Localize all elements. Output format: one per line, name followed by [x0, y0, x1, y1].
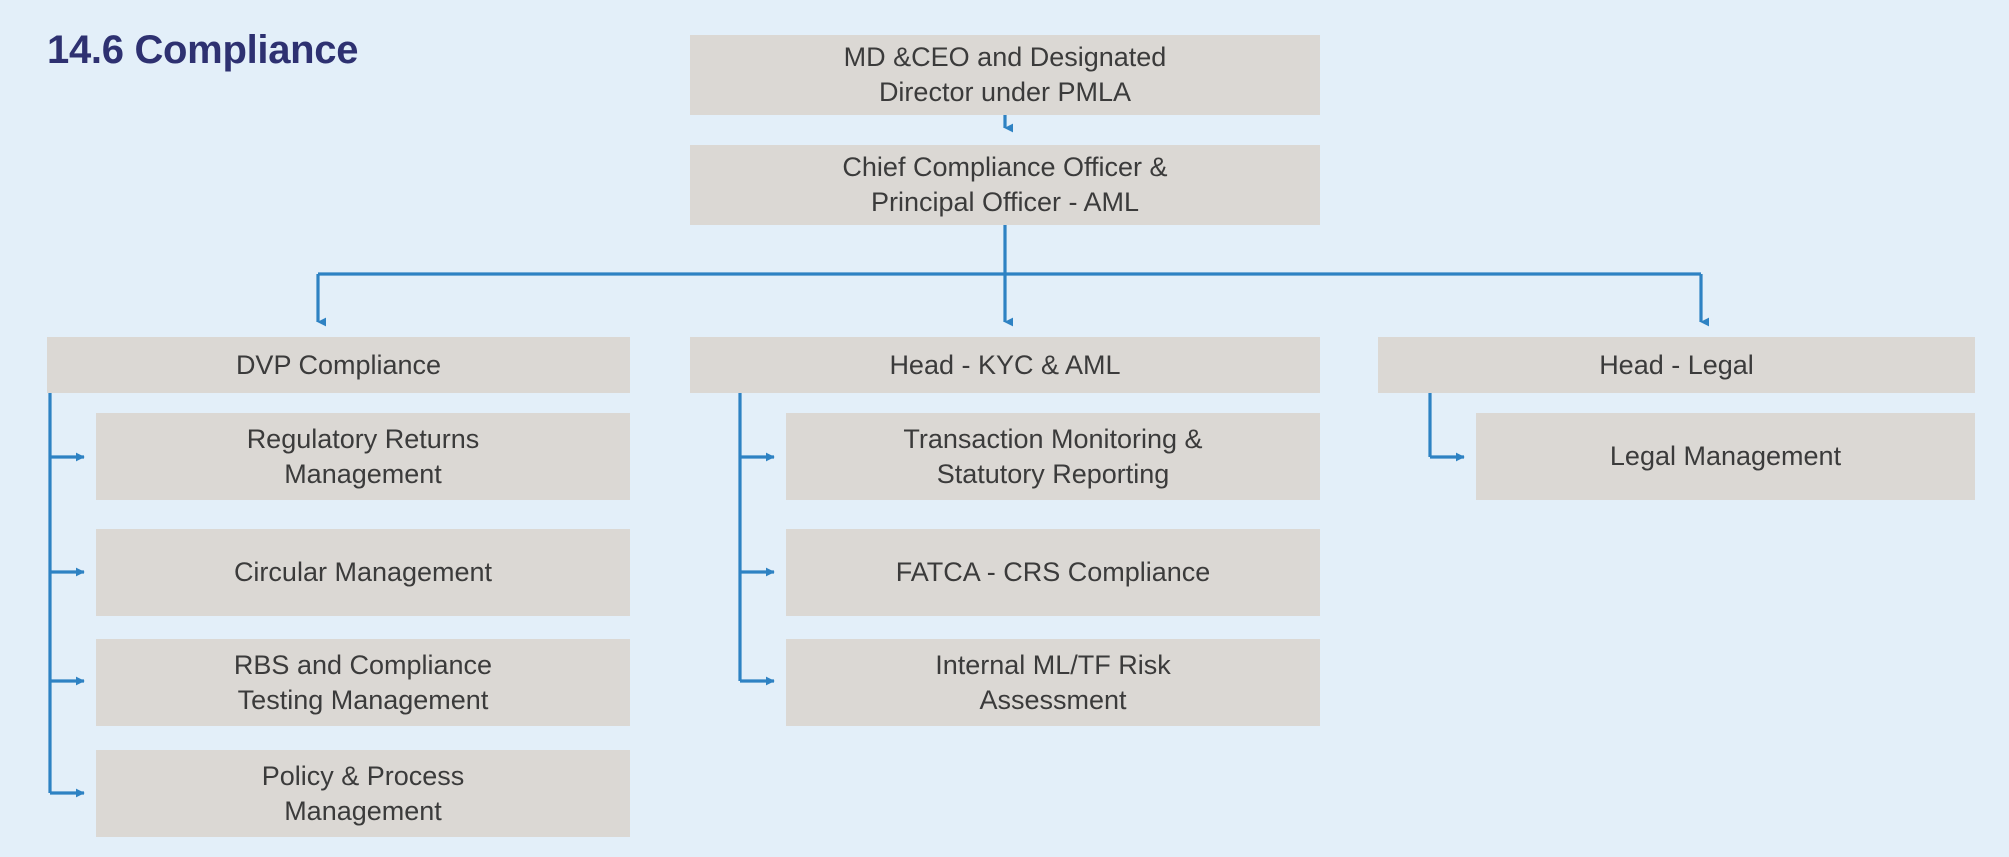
node-circular-management[interactable]: Circular Management: [96, 529, 630, 616]
node-circular-management-label: Circular Management: [233, 557, 493, 588]
node-fatca-crs-compliance-label: FATCA - CRS Compliance: [895, 557, 1211, 588]
page-title: 14.6 Compliance: [47, 28, 359, 72]
node-dvp-compliance[interactable]: DVP Compliance: [47, 337, 630, 393]
node-chief-compliance-officer-label: Chief Compliance Officer &Principal Offi…: [842, 152, 1168, 217]
node-transaction-monitoring-statutory-reporting-label: Transaction Monitoring &Statutory Report…: [903, 423, 1203, 489]
node-head-legal-label: Head - Legal: [1599, 349, 1754, 380]
node-transaction-monitoring-statutory-reporting[interactable]: Transaction Monitoring &Statutory Report…: [786, 413, 1320, 500]
node-head-kyc-aml[interactable]: Head - KYC & AML: [690, 337, 1320, 393]
node-head-kyc-aml-label: Head - KYC & AML: [889, 349, 1121, 380]
node-chief-compliance-officer[interactable]: Chief Compliance Officer &Principal Offi…: [690, 145, 1320, 225]
node-dvp-compliance-label: DVP Compliance: [235, 349, 442, 380]
node-legal-management[interactable]: Legal Management: [1476, 413, 1975, 500]
node-fatca-crs-compliance[interactable]: FATCA - CRS Compliance: [786, 529, 1320, 616]
node-head-legal[interactable]: Head - Legal: [1378, 337, 1975, 393]
node-legal-management-label: Legal Management: [1609, 441, 1842, 472]
